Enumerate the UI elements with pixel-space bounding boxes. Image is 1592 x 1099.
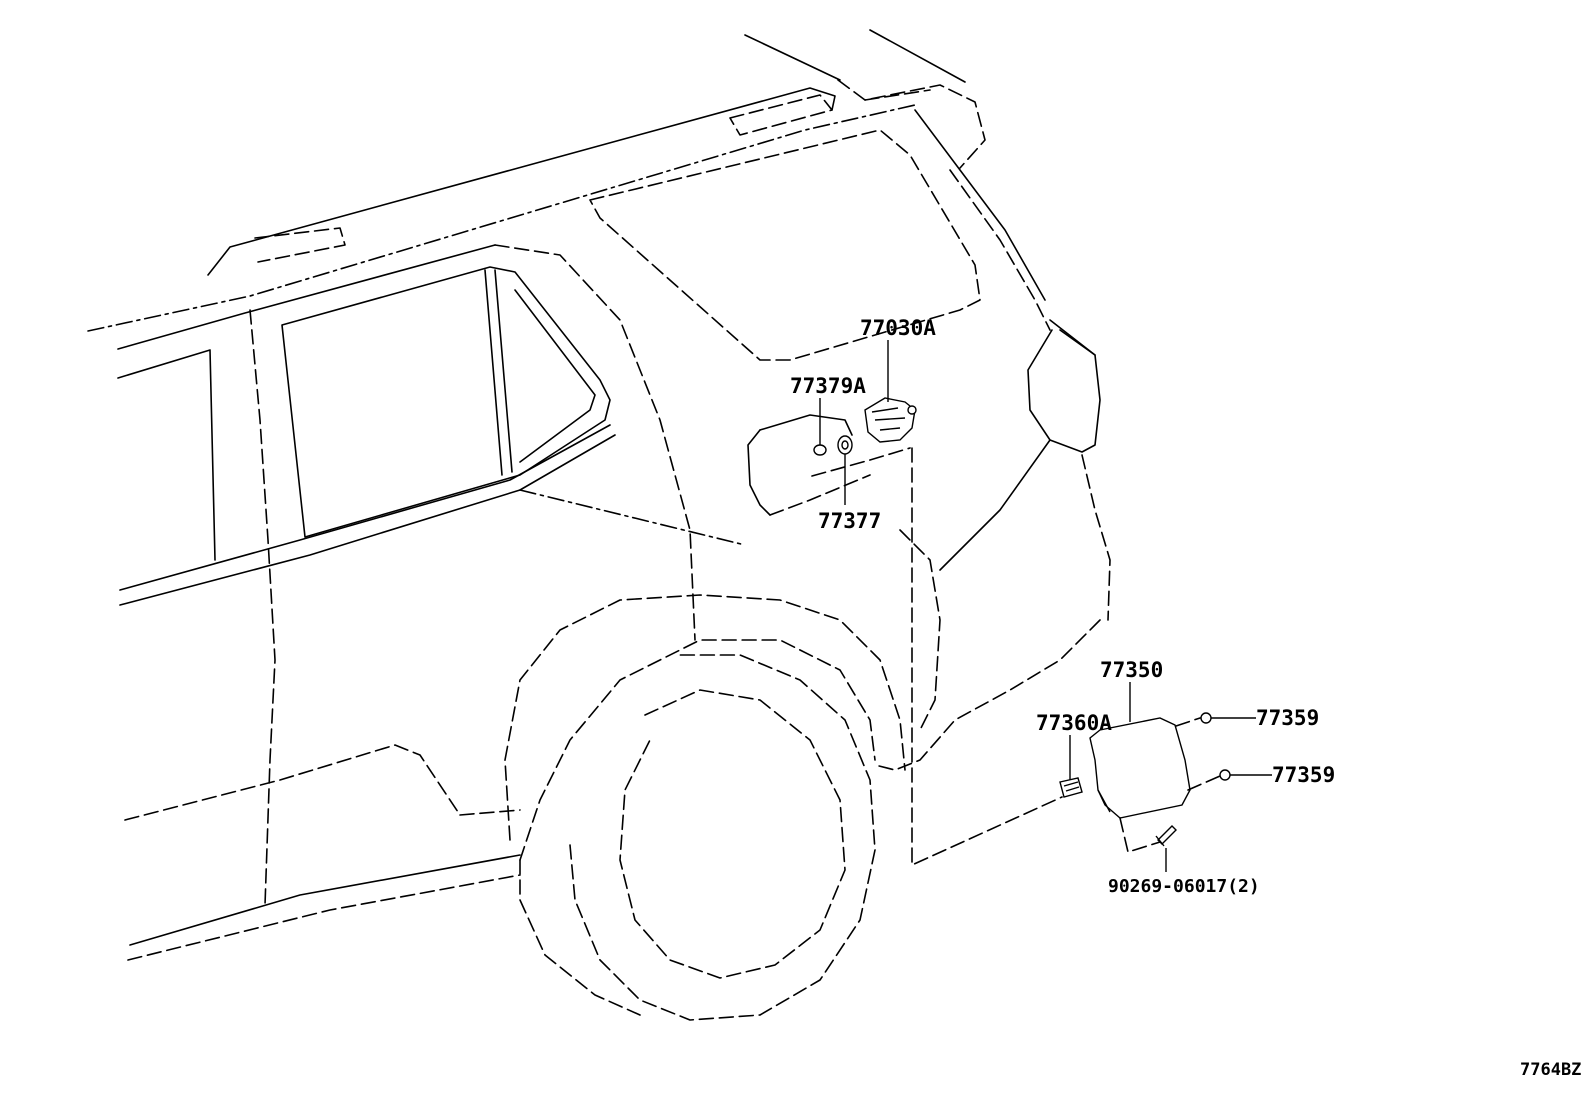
assembly-guides xyxy=(811,447,1221,866)
label-77350: 77350 xyxy=(1100,658,1163,682)
part-77350-fuel-door xyxy=(1089,717,1191,819)
part-77359-lower-clip xyxy=(1219,769,1231,781)
label-77379A: 77379A xyxy=(790,374,866,398)
part-77030A-lock-actuator xyxy=(864,397,917,443)
label-77359-lower: 77359 xyxy=(1272,763,1335,787)
illustration-code: 7764BZ xyxy=(1520,1060,1581,1080)
label-77030A: 77030A xyxy=(860,316,936,340)
part-77377-seal xyxy=(837,435,853,455)
vehicle-outline xyxy=(87,29,1111,1021)
part-77359-upper-clip xyxy=(1200,712,1212,724)
part-77379A-grommet xyxy=(813,444,827,456)
leader-lines xyxy=(819,340,1272,872)
label-77360A: 77360A xyxy=(1036,711,1112,735)
part-77360A-pad xyxy=(1059,777,1083,798)
label-77359-upper: 77359 xyxy=(1256,706,1319,730)
part-90269-screw xyxy=(1155,825,1177,847)
label-90269-06017: 90269-06017(2) xyxy=(1108,876,1260,897)
label-77377: 77377 xyxy=(818,509,881,533)
